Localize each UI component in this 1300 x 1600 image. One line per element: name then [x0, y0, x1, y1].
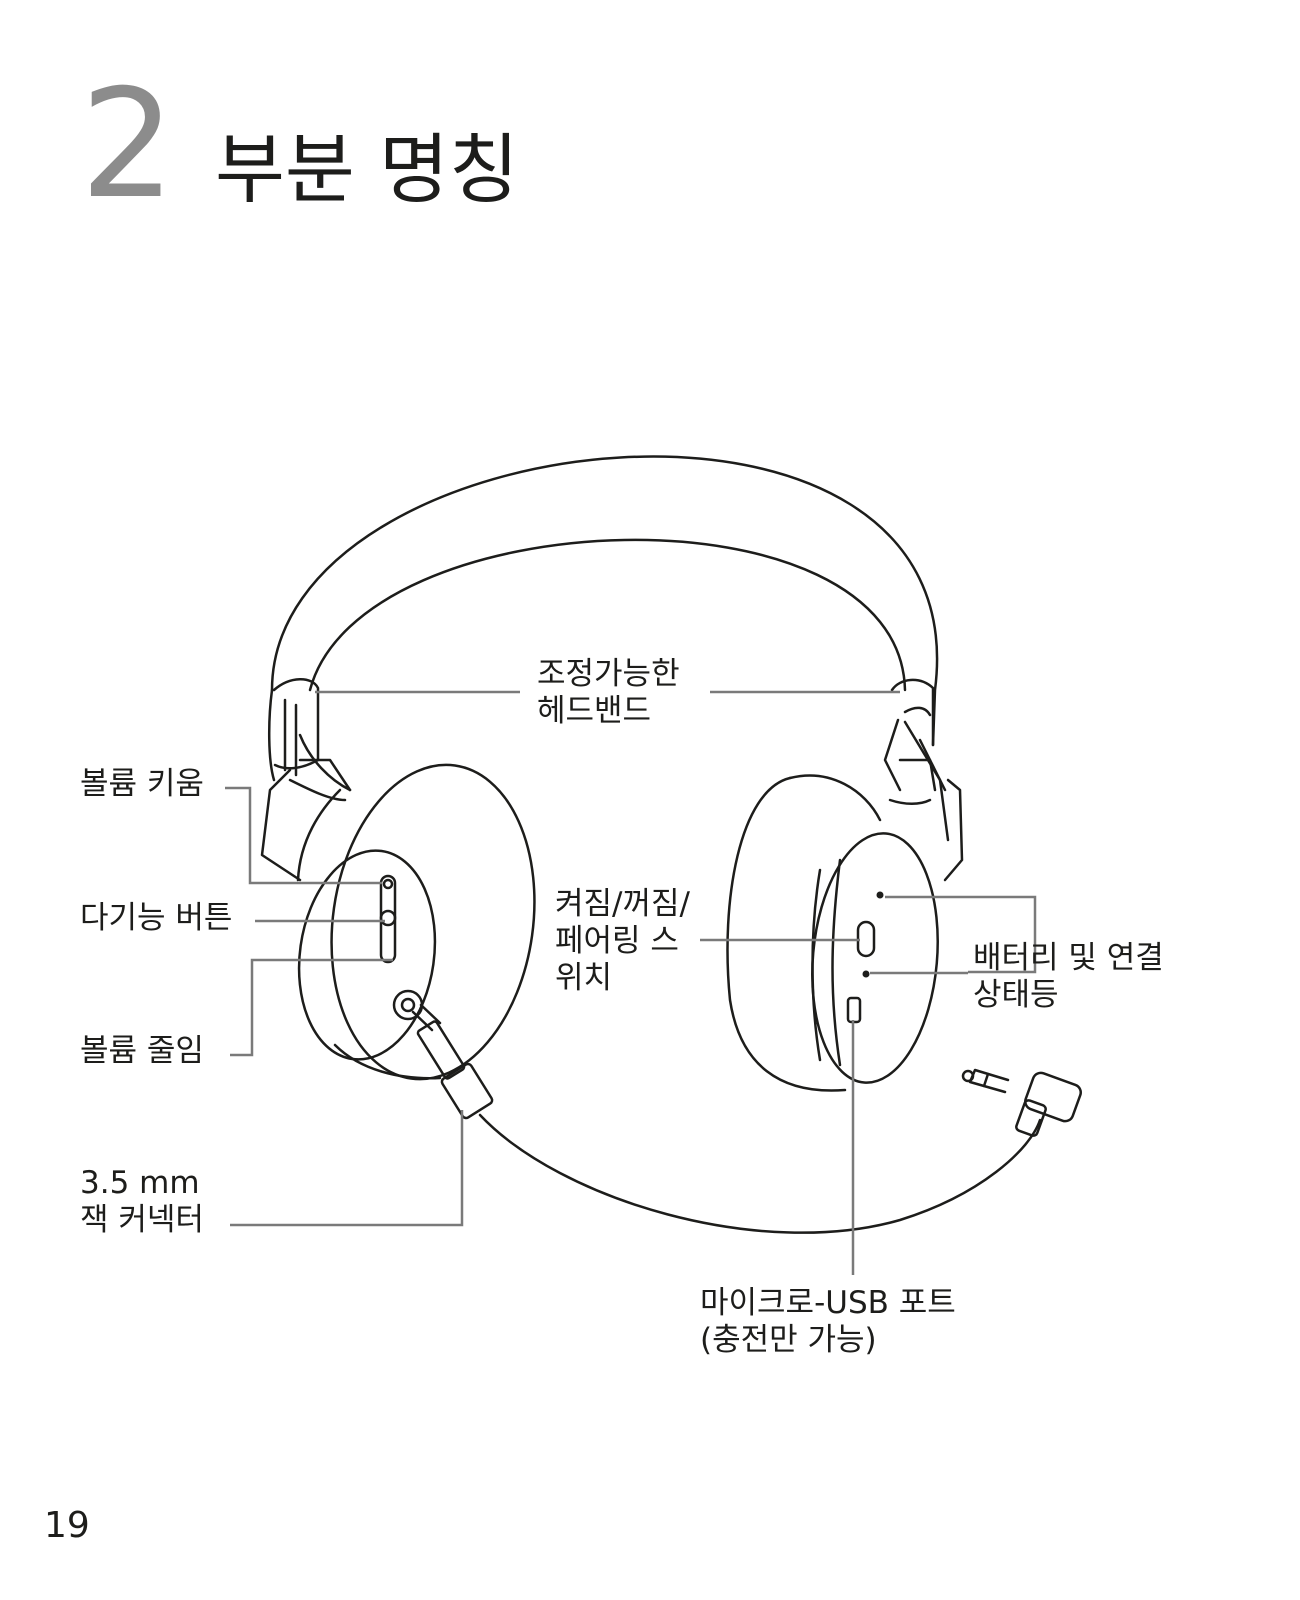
status-led-lower: [862, 970, 870, 978]
label-micro-usb: 마이크로-USB 포트 (충전만 가능): [700, 1285, 956, 1358]
cable-drawing: [411, 1003, 1082, 1234]
chapter-number: 2: [80, 58, 176, 232]
leader-volume-down: [230, 958, 393, 1057]
label-status-light: 배터리 및 연결 상태등: [973, 940, 1164, 1013]
page-number: 19: [44, 1505, 90, 1546]
label-multi-function-button: 다기능 버튼: [80, 900, 233, 936]
headband-drawing: [260, 455, 964, 882]
label-headband: 조정가능한 헤드밴드: [537, 656, 680, 729]
label-volume-down: 볼륨 줄임: [80, 1033, 204, 1069]
label-jack-connector: 3.5 mm 잭 커넥터: [80, 1165, 204, 1238]
right-earcup-drawing: [726, 774, 939, 1092]
leader-status-led: [870, 895, 1037, 975]
label-power-switch: 켜짐/꺼짐/ 페어링 스 위치: [555, 886, 690, 996]
left-earcup-drawing: [296, 763, 536, 1081]
status-led-upper: [876, 891, 884, 899]
chapter-title: 부분 명칭: [215, 125, 519, 214]
label-volume-up: 볼륨 키움: [80, 766, 204, 802]
leader-volume-up: [225, 786, 382, 885]
leader-jack: [230, 1110, 464, 1227]
